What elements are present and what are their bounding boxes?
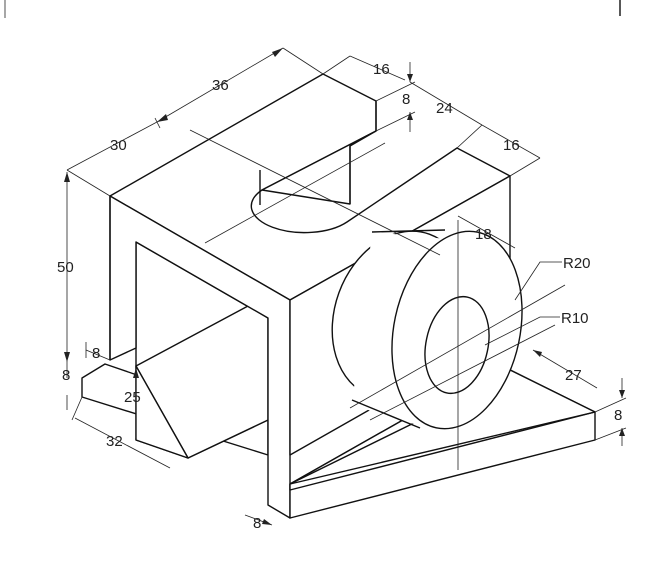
dim-8-top-label: 8 xyxy=(402,91,410,108)
dim-30-line xyxy=(66,121,158,171)
base-rib-line xyxy=(289,419,421,485)
top-face xyxy=(109,73,511,301)
dim-16-right-ext-b xyxy=(509,157,541,177)
dim-8-left-small-label: 8 xyxy=(92,345,100,362)
base-edge xyxy=(289,411,596,485)
dim-24-line xyxy=(409,81,483,126)
dim-16-right-line xyxy=(481,124,541,159)
cylinder-top-tangent xyxy=(371,229,446,233)
arrowhead xyxy=(262,519,272,525)
cylinder-hole xyxy=(424,295,490,395)
arrowhead xyxy=(272,48,283,57)
dim-8-small-line xyxy=(85,349,111,361)
dim-36-line xyxy=(156,47,284,123)
center-lines xyxy=(189,129,566,470)
dim-36-ext-a xyxy=(154,117,161,129)
part-body xyxy=(81,73,596,519)
dim-36-ext-b xyxy=(282,47,324,75)
axis-line-lower xyxy=(369,324,556,421)
r20-label: R20 xyxy=(563,255,591,272)
dim-36-label: 36 xyxy=(212,77,229,94)
arrowhead xyxy=(619,390,625,398)
arrowhead xyxy=(533,350,542,357)
arrowhead xyxy=(64,172,70,182)
dim-50-label: 50 xyxy=(57,259,74,276)
arrowhead xyxy=(64,352,70,362)
dim-32-ext xyxy=(71,396,83,421)
axis-line-upper xyxy=(349,284,566,409)
dim-8-right-label: 8 xyxy=(614,407,622,424)
dim-27-line xyxy=(532,349,598,389)
dim-25-label: 25 xyxy=(124,389,141,406)
top-diag-line xyxy=(189,129,441,256)
dim-16-right-ext-a xyxy=(456,124,483,149)
dim-18-label: 18 xyxy=(475,226,492,243)
dim-16-right-label: 16 xyxy=(503,137,520,154)
dim-8-top-ext-a xyxy=(375,81,416,102)
dim-8-top-ext-b xyxy=(375,111,416,132)
dim-30-label: 30 xyxy=(110,137,127,154)
arrowhead xyxy=(619,428,625,436)
dim-8-bottom-label: 8 xyxy=(253,515,261,532)
dimensions: 36 30 16 8 24 16 18 R20 R10 50 xyxy=(57,47,627,532)
arrowhead xyxy=(157,114,168,122)
dim-8-left-label: 8 xyxy=(62,367,70,384)
arrowhead xyxy=(407,112,413,120)
dim-16-top-line xyxy=(349,55,406,81)
arrowhead xyxy=(133,368,139,378)
dim-16-top-label: 16 xyxy=(373,61,390,78)
cylinder-bottom-tangent xyxy=(351,399,421,429)
r10-leader xyxy=(484,316,560,346)
dim-24-label: 24 xyxy=(436,100,453,117)
slot-center-line xyxy=(204,142,386,244)
dim-32-line xyxy=(74,417,171,469)
dim-27-label: 27 xyxy=(565,367,582,384)
dim-16-top-ext xyxy=(322,55,351,75)
dim-18-line xyxy=(457,215,516,249)
r10-label: R10 xyxy=(561,310,589,327)
dim-8-right-ext-a xyxy=(594,397,627,413)
dim-32-label: 32 xyxy=(106,433,123,450)
dim-8-right-ext-b xyxy=(594,427,627,441)
arrowhead xyxy=(407,74,413,82)
r20-leader xyxy=(514,261,562,301)
dim-30-ext xyxy=(66,169,111,197)
